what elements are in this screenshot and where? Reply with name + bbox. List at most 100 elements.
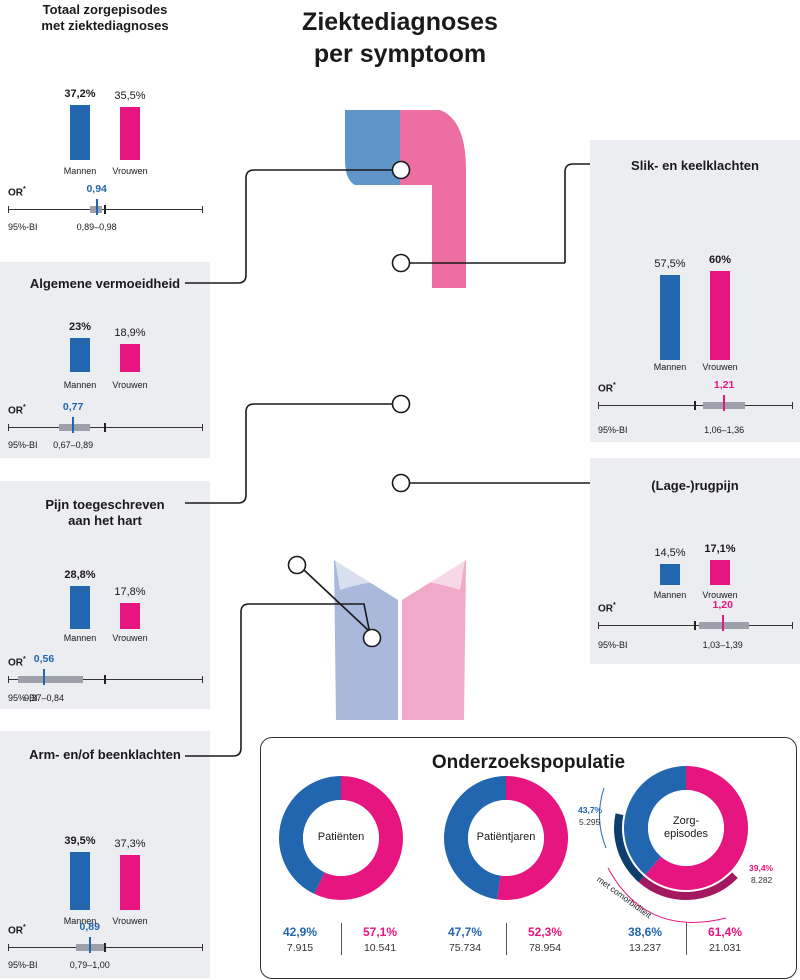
axis-tick-start [8,676,9,683]
share-women: 61,4% [707,925,743,939]
or-label: OR* [8,404,26,416]
ci-value: 0,67–0,89 [53,440,94,450]
bar-men [660,563,680,585]
symptom-panel: Totaal zorgepisodes met ziektediagnoses 3… [0,0,210,240]
comorbidity-arc-men [614,813,644,883]
share-men: 47,7% [447,925,483,939]
or-label: OR* [598,602,616,614]
or-marker [95,199,98,215]
comorbidity-arrow-men [599,787,607,849]
count-women: 10.541 [363,942,397,954]
count-women: 21.031 [708,942,742,954]
bar-men [70,337,90,372]
percentage-women: 17,8% [114,585,146,598]
or-text: OR [8,925,23,937]
axis-tick-end [202,944,203,951]
axis-tick-end [792,622,793,629]
share-men: 38,6% [627,925,663,939]
male-symbol-icon [316,302,358,344]
female-symbol-icon [446,300,478,356]
donut-hole [468,800,544,876]
bar-men [660,274,680,360]
donut-charts [278,766,748,923]
comorbidity-men-count: 5.295 [579,817,601,827]
bar-men [70,586,90,629]
confidence-interval-box [17,676,83,683]
donut-segment-women [645,766,748,890]
page-title: Ziektediagnoses per symptoom [302,8,498,68]
count-men: 13.237 [628,942,662,954]
axis-tick-start [598,622,599,629]
axis-tick-end [202,424,203,431]
or-label: OR* [8,186,26,198]
bar-women [120,107,140,160]
ci-value: 0,89–0,98 [76,222,117,232]
bar-label-men: Mannen [63,166,97,176]
comorbidity-women-share: 39,4% [749,863,774,873]
axis-tick-end [792,402,793,409]
axis-tick-end [202,206,203,213]
axis-tick-start [598,402,599,409]
or-superscript: * [613,382,616,389]
bar-women [120,344,140,372]
axis-tick-start [8,424,9,431]
donut-label: Zorg- episodes [663,815,709,840]
ci-label: 95%-BI [598,425,628,435]
or-reference-line [104,675,106,684]
percentage-men: 57,5% [654,257,686,270]
percentage-men: 14,5% [654,546,686,559]
percentage-men: 23% [68,320,92,333]
confidence-interval-box [59,424,90,431]
or-label: OR* [598,382,616,394]
count-women: 78.954 [528,942,562,954]
bar-label-men: Mannen [63,916,97,926]
percentage-men: 39,5% [64,834,96,847]
percentage-women: 35,5% [114,90,146,103]
panel-title: Totaal zorgepisodes met ziektediagnoses [41,2,169,33]
or-superscript: * [23,186,26,193]
percentage-men: 37,2% [64,87,96,100]
or-text: OR [598,603,613,615]
comorbidity-arc-women [638,872,738,900]
bar-women [120,602,140,629]
ci-label: 95%-BI [8,222,38,232]
count-divider [686,923,687,955]
bar-women [120,854,140,910]
donut-segment-men [444,776,506,900]
panel-title: Arm- en/of beenklachten [29,747,181,762]
share-women: 57,1% [362,925,398,939]
donut-segment-men [278,776,341,894]
ci-label: 95%-BI [8,693,38,703]
bar-label-women: Vrouwen [112,166,148,176]
or-value: 1,20 [712,599,733,611]
panel-title: Slik- en keelklachten [631,158,759,173]
percentage-women: 17,1% [704,542,736,555]
ci-value: 1,03–1,39 [702,640,743,650]
ci-label: 95%-BI [8,440,38,450]
or-value: 0,77 [62,401,84,413]
ci-label: 95%-BI [598,640,628,650]
panel-title: (Lage-)rugpijn [651,478,739,493]
comorbidity-men-share: 43,7% [578,805,603,815]
comorbidity-arrow [607,867,727,923]
donut-hole [303,800,379,876]
bar-label-women: Vrouwen [702,362,738,372]
or-text: OR [8,657,23,669]
or-marker [43,669,46,685]
or-reference-line [104,423,106,432]
percentage-women: 60% [708,254,732,267]
or-superscript: * [23,404,26,411]
or-marker [723,395,726,411]
ci-value: 0,37–0,84 [23,693,65,703]
or-marker [72,417,75,433]
or-superscript: * [613,602,616,609]
count-men: 7.915 [286,942,314,954]
hair-shape [345,110,466,288]
share-men: 42,9% [282,925,318,939]
